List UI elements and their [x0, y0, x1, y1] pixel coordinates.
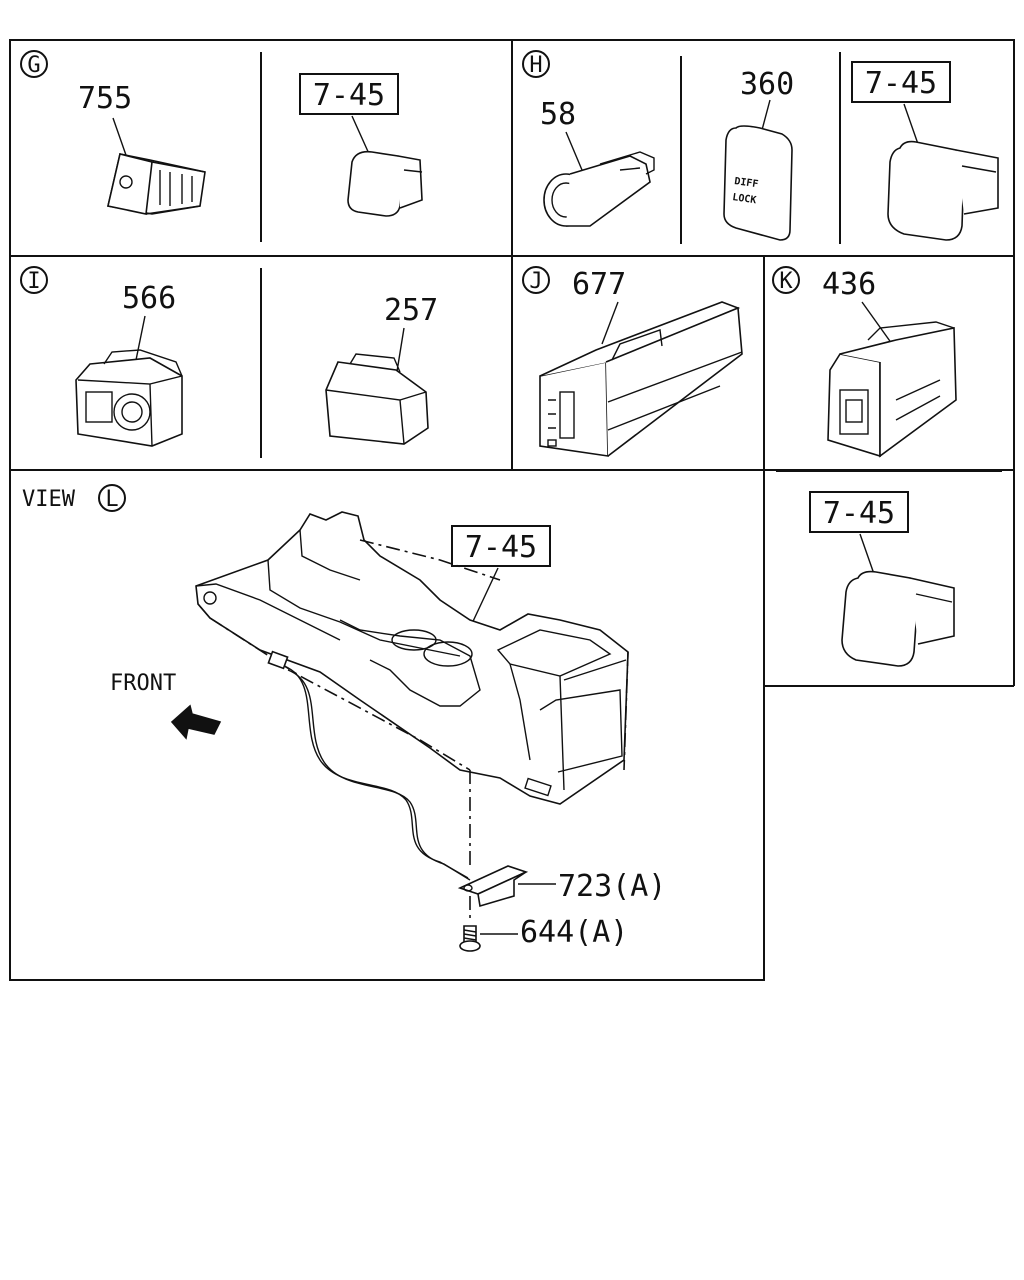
- part-677-label: 677: [572, 267, 626, 302]
- panel-l-letter: L: [105, 487, 118, 512]
- panel-j: J 677: [522, 266, 743, 457]
- part-360-label: 360: [740, 67, 794, 102]
- part-644-label: 644(A): [520, 915, 628, 950]
- screw-644-icon: [459, 925, 481, 952]
- center-console-icon: [195, 511, 629, 805]
- part-257-label: 257: [384, 293, 438, 328]
- switch-436-icon: [827, 321, 957, 458]
- panel-i-letter: I: [27, 269, 40, 294]
- diff-lock-text-line2: LOCK: [732, 192, 757, 206]
- view-label: VIEW: [22, 487, 76, 512]
- switch-566-icon: [75, 349, 183, 447]
- panel-h-ref-label: 7-45: [865, 66, 937, 101]
- panel-i-marker: [20, 266, 48, 294]
- bracket-723-icon: [457, 865, 529, 908]
- diff-lock-text-line1: DIFF: [734, 176, 759, 190]
- panel-j-marker: [522, 266, 550, 294]
- panel-g-letter: G: [27, 53, 40, 78]
- panel-k-letter: K: [779, 269, 793, 294]
- diff-lock-switch-icon: DIFF LOCK: [723, 125, 793, 241]
- panel-g-marker: [20, 50, 48, 78]
- panel-i: I 566 257: [20, 266, 438, 447]
- panel-h-marker: [522, 50, 550, 78]
- part-566-label: 566: [122, 281, 176, 316]
- blank-switch-k-icon: [841, 570, 955, 667]
- panel-h-letter: H: [529, 53, 542, 78]
- panel-l-marker: [98, 484, 126, 512]
- switch-677-icon: [539, 301, 743, 457]
- panel-g-ref-label: 7-45: [313, 78, 385, 113]
- console-ref-label: 7-45: [465, 530, 537, 565]
- panel-l: VIEW L 7-45 FRONT: [22, 484, 666, 952]
- panel-g: G 755 7-45: [20, 50, 423, 217]
- blank-switch-icon: [347, 150, 423, 217]
- blank-switch-large-icon: [887, 140, 999, 241]
- panel-j-letter: J: [529, 269, 542, 294]
- part-58-label: 58: [540, 97, 576, 132]
- panel-k: K 436 7-45: [772, 266, 957, 667]
- wire-harness-icon: [267, 650, 471, 881]
- part-755-label: 755: [78, 81, 132, 116]
- part-436-label: 436: [822, 267, 876, 302]
- panel-frames: [9, 39, 1015, 981]
- switch-755-icon: [107, 153, 206, 215]
- switch-257-icon: [325, 353, 429, 445]
- part-723-label: 723(A): [558, 869, 666, 904]
- front-label: FRONT: [110, 671, 176, 696]
- cylinder-58-icon: [543, 151, 655, 227]
- panel-k-marker: [772, 266, 800, 294]
- panel-k-ref-label: 7-45: [823, 496, 895, 531]
- front-arrow-icon: [170, 704, 222, 740]
- panel-h: H 58 360 DIFF LOCK 7-45: [522, 50, 999, 241]
